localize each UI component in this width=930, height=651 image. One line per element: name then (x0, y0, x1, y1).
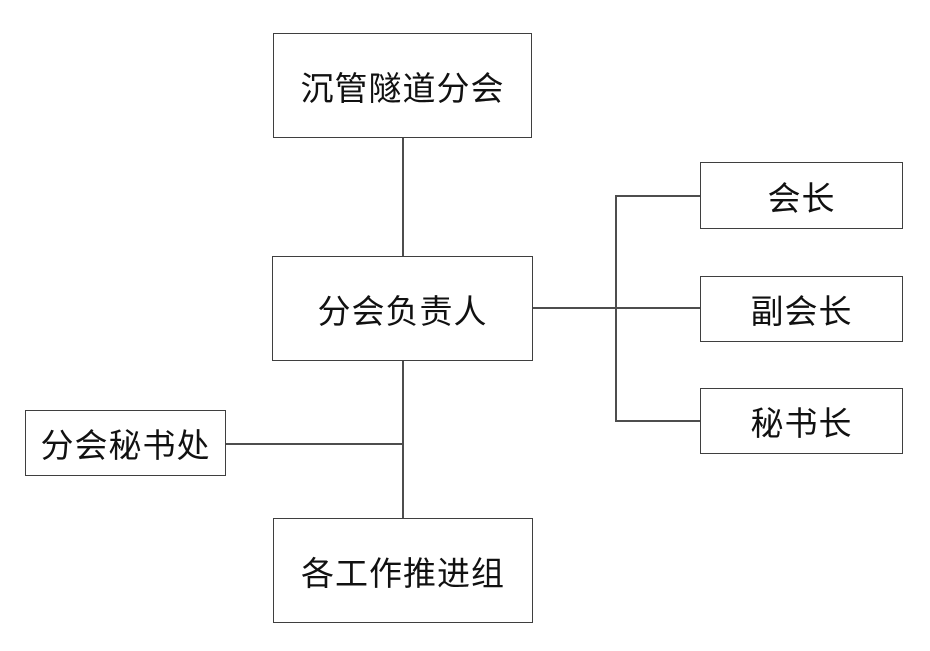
node-branch-leader-label: 分会负责人 (317, 291, 488, 331)
node-president: 会长 (700, 162, 903, 229)
connector-spine-to-secretary-general (615, 420, 700, 422)
node-branch-secretariat: 分会秘书处 (25, 410, 226, 476)
connector-right-spine (615, 195, 617, 422)
node-vice-president-label: 副会长 (750, 292, 853, 331)
node-branch-secretariat-label: 分会秘书处 (40, 426, 211, 465)
node-secretary-general: 秘书长 (700, 388, 903, 454)
connector-root-to-leader (402, 138, 404, 256)
connector-spine-to-president (615, 195, 700, 197)
node-president-label: 会长 (767, 178, 836, 218)
node-work-promotion-groups: 各工作推进组 (273, 518, 533, 623)
node-vice-president: 副会长 (700, 276, 903, 342)
node-secretary-general-label: 秘书长 (750, 404, 853, 443)
node-immersed-tunnel-branch-label: 沉管隧道分会 (300, 68, 505, 108)
connector-leader-to-workgroups (402, 361, 404, 518)
node-immersed-tunnel-branch: 沉管隧道分会 (273, 33, 532, 138)
node-branch-leader: 分会负责人 (272, 256, 533, 361)
connector-secretariat-to-trunk (226, 443, 403, 445)
node-work-promotion-groups-label: 各工作推进组 (301, 553, 505, 593)
